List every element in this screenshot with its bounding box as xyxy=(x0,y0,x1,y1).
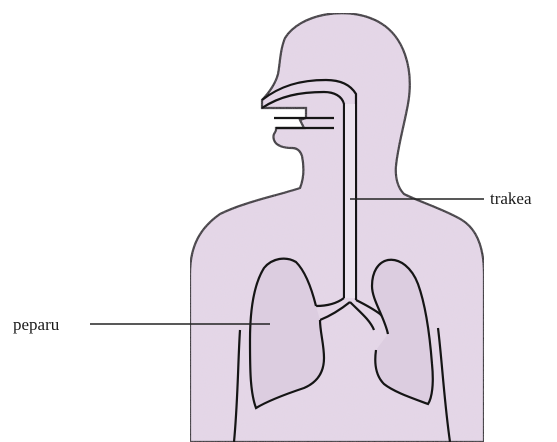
trakea-label: trakea xyxy=(490,190,532,207)
body-silhouette xyxy=(190,13,484,442)
peparu-label: peparu xyxy=(13,316,59,333)
trachea xyxy=(345,104,355,298)
